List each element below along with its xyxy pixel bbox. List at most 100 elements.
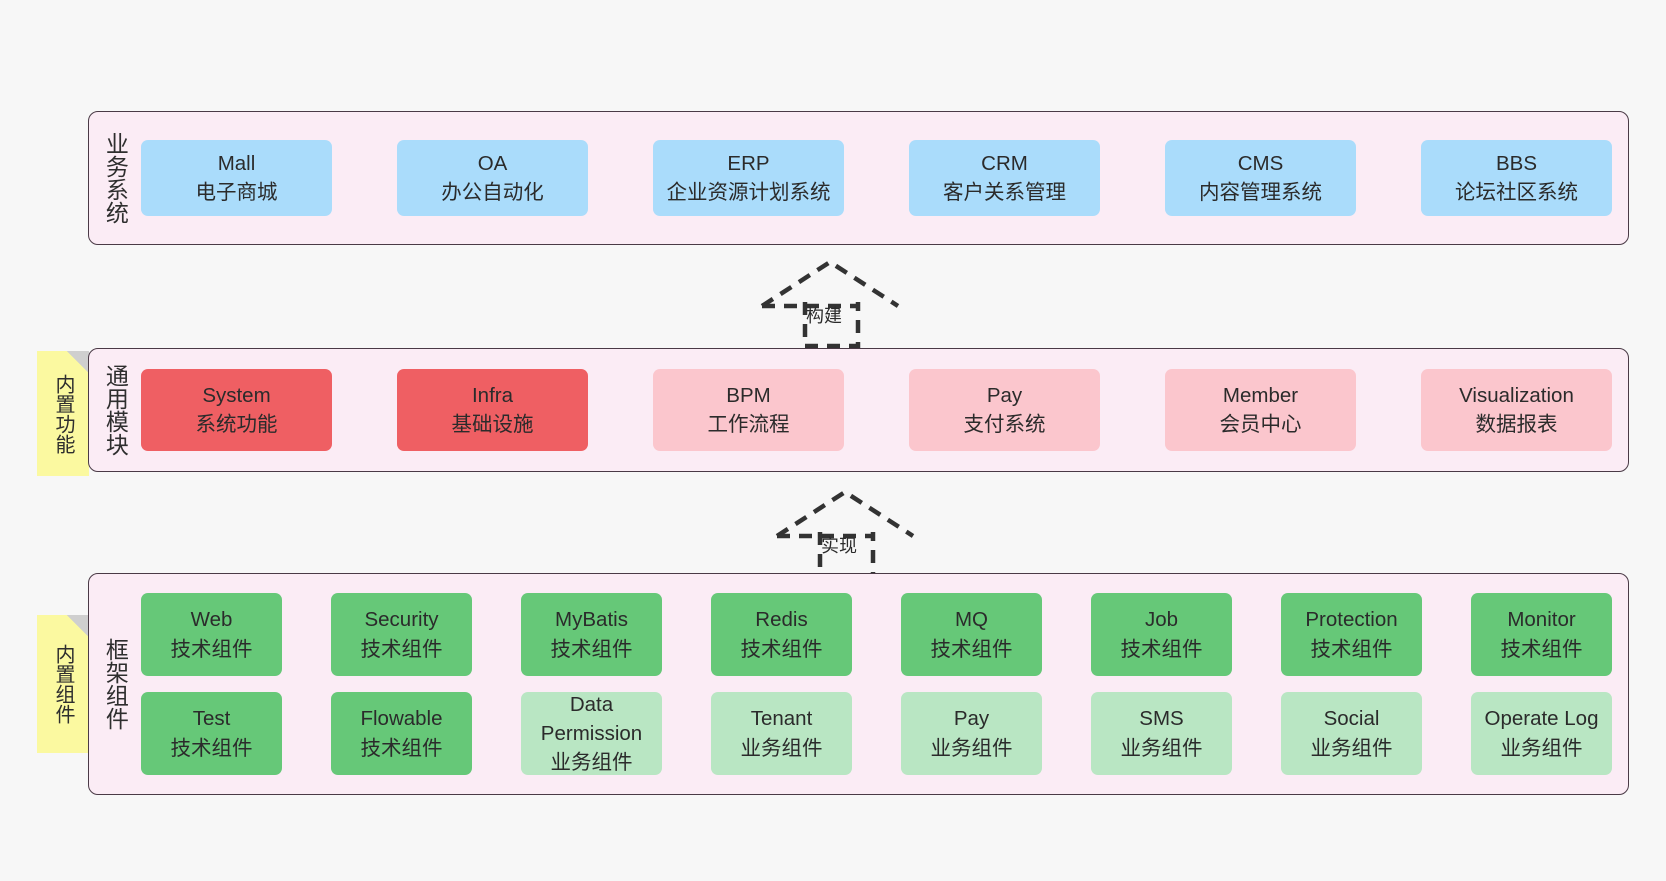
- card-mybatis-name: MyBatis: [555, 608, 628, 632]
- card-bbs[interactable]: BBS 论坛社区系统: [1421, 140, 1612, 216]
- layer-business-systems-title: 业务系统: [102, 132, 129, 224]
- card-crm[interactable]: CRM 客户关系管理: [909, 140, 1100, 216]
- card-mybatis-desc: 技术组件: [550, 637, 633, 661]
- card-sms-desc: 业务组件: [1120, 736, 1203, 760]
- framework-components-row-2: Test 技术组件 Flowable 技术组件 Data Permission …: [141, 692, 1612, 775]
- card-bpm-name: BPM: [726, 383, 771, 407]
- layer-framework-components[interactable]: 框架组件 Web 技术组件 Security 技术组件 MyBatis 技术组件…: [88, 573, 1629, 795]
- card-protection[interactable]: Protection 技术组件: [1281, 593, 1422, 676]
- layer-common-modules-body: System 系统功能 Infra 基础设施 BPM 工作流程 Pay 支付系统…: [141, 349, 1628, 471]
- card-test[interactable]: Test 技术组件: [141, 692, 282, 775]
- card-mall[interactable]: Mall 电子商城: [141, 140, 332, 216]
- card-system-desc: 系统功能: [195, 413, 278, 436]
- layer-common-modules[interactable]: 通用模块 System 系统功能 Infra 基础设施 BPM 工作流程 Pay…: [88, 348, 1629, 472]
- card-monitor-desc: 技术组件: [1500, 637, 1583, 661]
- card-redis[interactable]: Redis 技术组件: [711, 593, 852, 676]
- card-flowable-desc: 技术组件: [360, 736, 443, 760]
- card-monitor[interactable]: Monitor 技术组件: [1471, 593, 1612, 676]
- card-data-permission[interactable]: Data Permission 业务组件: [521, 692, 662, 775]
- layer-business-systems-body: Mall 电子商城 OA 办公自动化 ERP 企业资源计划系统 CRM 客户关系…: [141, 112, 1628, 244]
- card-protection-name: Protection: [1305, 608, 1398, 632]
- card-oa-desc: 办公自动化: [441, 181, 544, 204]
- business-systems-row: Mall 电子商城 OA 办公自动化 ERP 企业资源计划系统 CRM 客户关系…: [141, 140, 1612, 216]
- card-mq-desc: 技术组件: [930, 637, 1013, 661]
- card-pay-module-name: Pay: [986, 383, 1023, 407]
- card-infra-name: Infra: [471, 383, 514, 407]
- card-pay-component-desc: 业务组件: [930, 736, 1013, 760]
- card-redis-desc: 技术组件: [740, 637, 823, 661]
- card-bbs-desc: 论坛社区系统: [1455, 181, 1578, 204]
- card-system[interactable]: System 系统功能: [141, 369, 332, 451]
- card-member[interactable]: Member 会员中心: [1165, 369, 1356, 451]
- card-cms[interactable]: CMS 内容管理系统: [1165, 140, 1356, 216]
- card-oa-name: OA: [477, 151, 508, 175]
- card-pay-module-desc: 支付系统: [963, 413, 1046, 436]
- card-visualization-name: Visualization: [1459, 383, 1574, 407]
- card-operate-log-desc: 业务组件: [1500, 736, 1583, 760]
- card-bpm-desc: 工作流程: [707, 413, 790, 436]
- card-oa[interactable]: OA 办公自动化: [397, 140, 588, 216]
- card-mq[interactable]: MQ 技术组件: [901, 593, 1042, 676]
- card-mall-desc: 电子商城: [195, 181, 278, 204]
- card-operate-log[interactable]: Operate Log 业务组件: [1471, 692, 1612, 775]
- connector-build[interactable]: 构建: [750, 258, 910, 350]
- card-data-permission-name: Data Permission: [540, 692, 643, 745]
- card-flowable[interactable]: Flowable 技术组件: [331, 692, 472, 775]
- card-crm-desc: 客户关系管理: [943, 181, 1066, 204]
- page-fold-icon: [67, 615, 89, 637]
- card-test-name: Test: [192, 707, 231, 731]
- card-tenant-name: Tenant: [750, 707, 813, 731]
- card-web-desc: 技术组件: [170, 637, 253, 661]
- card-sms-name: SMS: [1139, 707, 1184, 731]
- card-sms[interactable]: SMS 业务组件: [1091, 692, 1232, 775]
- card-erp-desc: 企业资源计划系统: [666, 181, 831, 204]
- card-mall-name: Mall: [217, 151, 256, 175]
- sticky-note-builtin-functions-label: 内置功能: [52, 373, 74, 454]
- connector-implement[interactable]: 实现: [765, 488, 925, 580]
- layer-framework-components-title: 框架组件: [102, 638, 129, 730]
- card-tenant[interactable]: Tenant 业务组件: [711, 692, 852, 775]
- card-security-desc: 技术组件: [360, 637, 443, 661]
- sticky-note-builtin-components-label: 内置组件: [52, 644, 74, 724]
- card-social[interactable]: Social 业务组件: [1281, 692, 1422, 775]
- card-bpm[interactable]: BPM 工作流程: [653, 369, 844, 451]
- card-pay-module[interactable]: Pay 支付系统: [909, 369, 1100, 451]
- card-erp[interactable]: ERP 企业资源计划系统: [653, 140, 844, 216]
- card-operate-log-name: Operate Log: [1484, 707, 1599, 731]
- card-crm-name: CRM: [981, 151, 1028, 175]
- card-job-name: Job: [1144, 608, 1179, 632]
- card-mybatis[interactable]: MyBatis 技术组件: [521, 593, 662, 676]
- card-job[interactable]: Job 技术组件: [1091, 593, 1232, 676]
- card-erp-name: ERP: [727, 151, 770, 175]
- layer-business-systems[interactable]: 业务系统 Mall 电子商城 OA 办公自动化 ERP 企业资源计划系统 CRM…: [88, 111, 1629, 245]
- card-test-desc: 技术组件: [170, 736, 253, 760]
- card-visualization[interactable]: Visualization 数据报表: [1421, 369, 1612, 451]
- card-data-permission-desc: 业务组件: [550, 751, 633, 775]
- card-protection-desc: 技术组件: [1310, 637, 1393, 661]
- page-fold-icon: [67, 351, 89, 373]
- common-modules-row: System 系统功能 Infra 基础设施 BPM 工作流程 Pay 支付系统…: [141, 369, 1612, 451]
- card-bbs-name: BBS: [1495, 151, 1538, 175]
- card-tenant-desc: 业务组件: [740, 736, 823, 760]
- card-flowable-name: Flowable: [360, 707, 443, 731]
- card-cms-name: CMS: [1237, 151, 1284, 175]
- card-cms-desc: 内容管理系统: [1199, 181, 1322, 204]
- card-redis-name: Redis: [755, 608, 808, 632]
- card-member-name: Member: [1222, 383, 1299, 407]
- sticky-note-builtin-functions[interactable]: 内置功能: [37, 351, 89, 476]
- connector-build-label: 构建: [806, 306, 842, 326]
- card-infra-desc: 基础设施: [451, 413, 534, 436]
- card-infra[interactable]: Infra 基础设施: [397, 369, 588, 451]
- card-mq-name: MQ: [954, 608, 989, 632]
- layer-common-modules-title: 通用模块: [102, 364, 129, 456]
- card-security-name: Security: [364, 608, 439, 632]
- framework-components-row-1: Web 技术组件 Security 技术组件 MyBatis 技术组件 Redi…: [141, 593, 1612, 676]
- connector-implement-label: 实现: [821, 536, 857, 556]
- card-security[interactable]: Security 技术组件: [331, 593, 472, 676]
- sticky-note-builtin-components[interactable]: 内置组件: [37, 615, 89, 753]
- card-pay-component[interactable]: Pay 业务组件: [901, 692, 1042, 775]
- card-visualization-desc: 数据报表: [1475, 413, 1558, 436]
- card-social-desc: 业务组件: [1310, 736, 1393, 760]
- card-social-name: Social: [1323, 707, 1380, 731]
- card-web[interactable]: Web 技术组件: [141, 593, 282, 676]
